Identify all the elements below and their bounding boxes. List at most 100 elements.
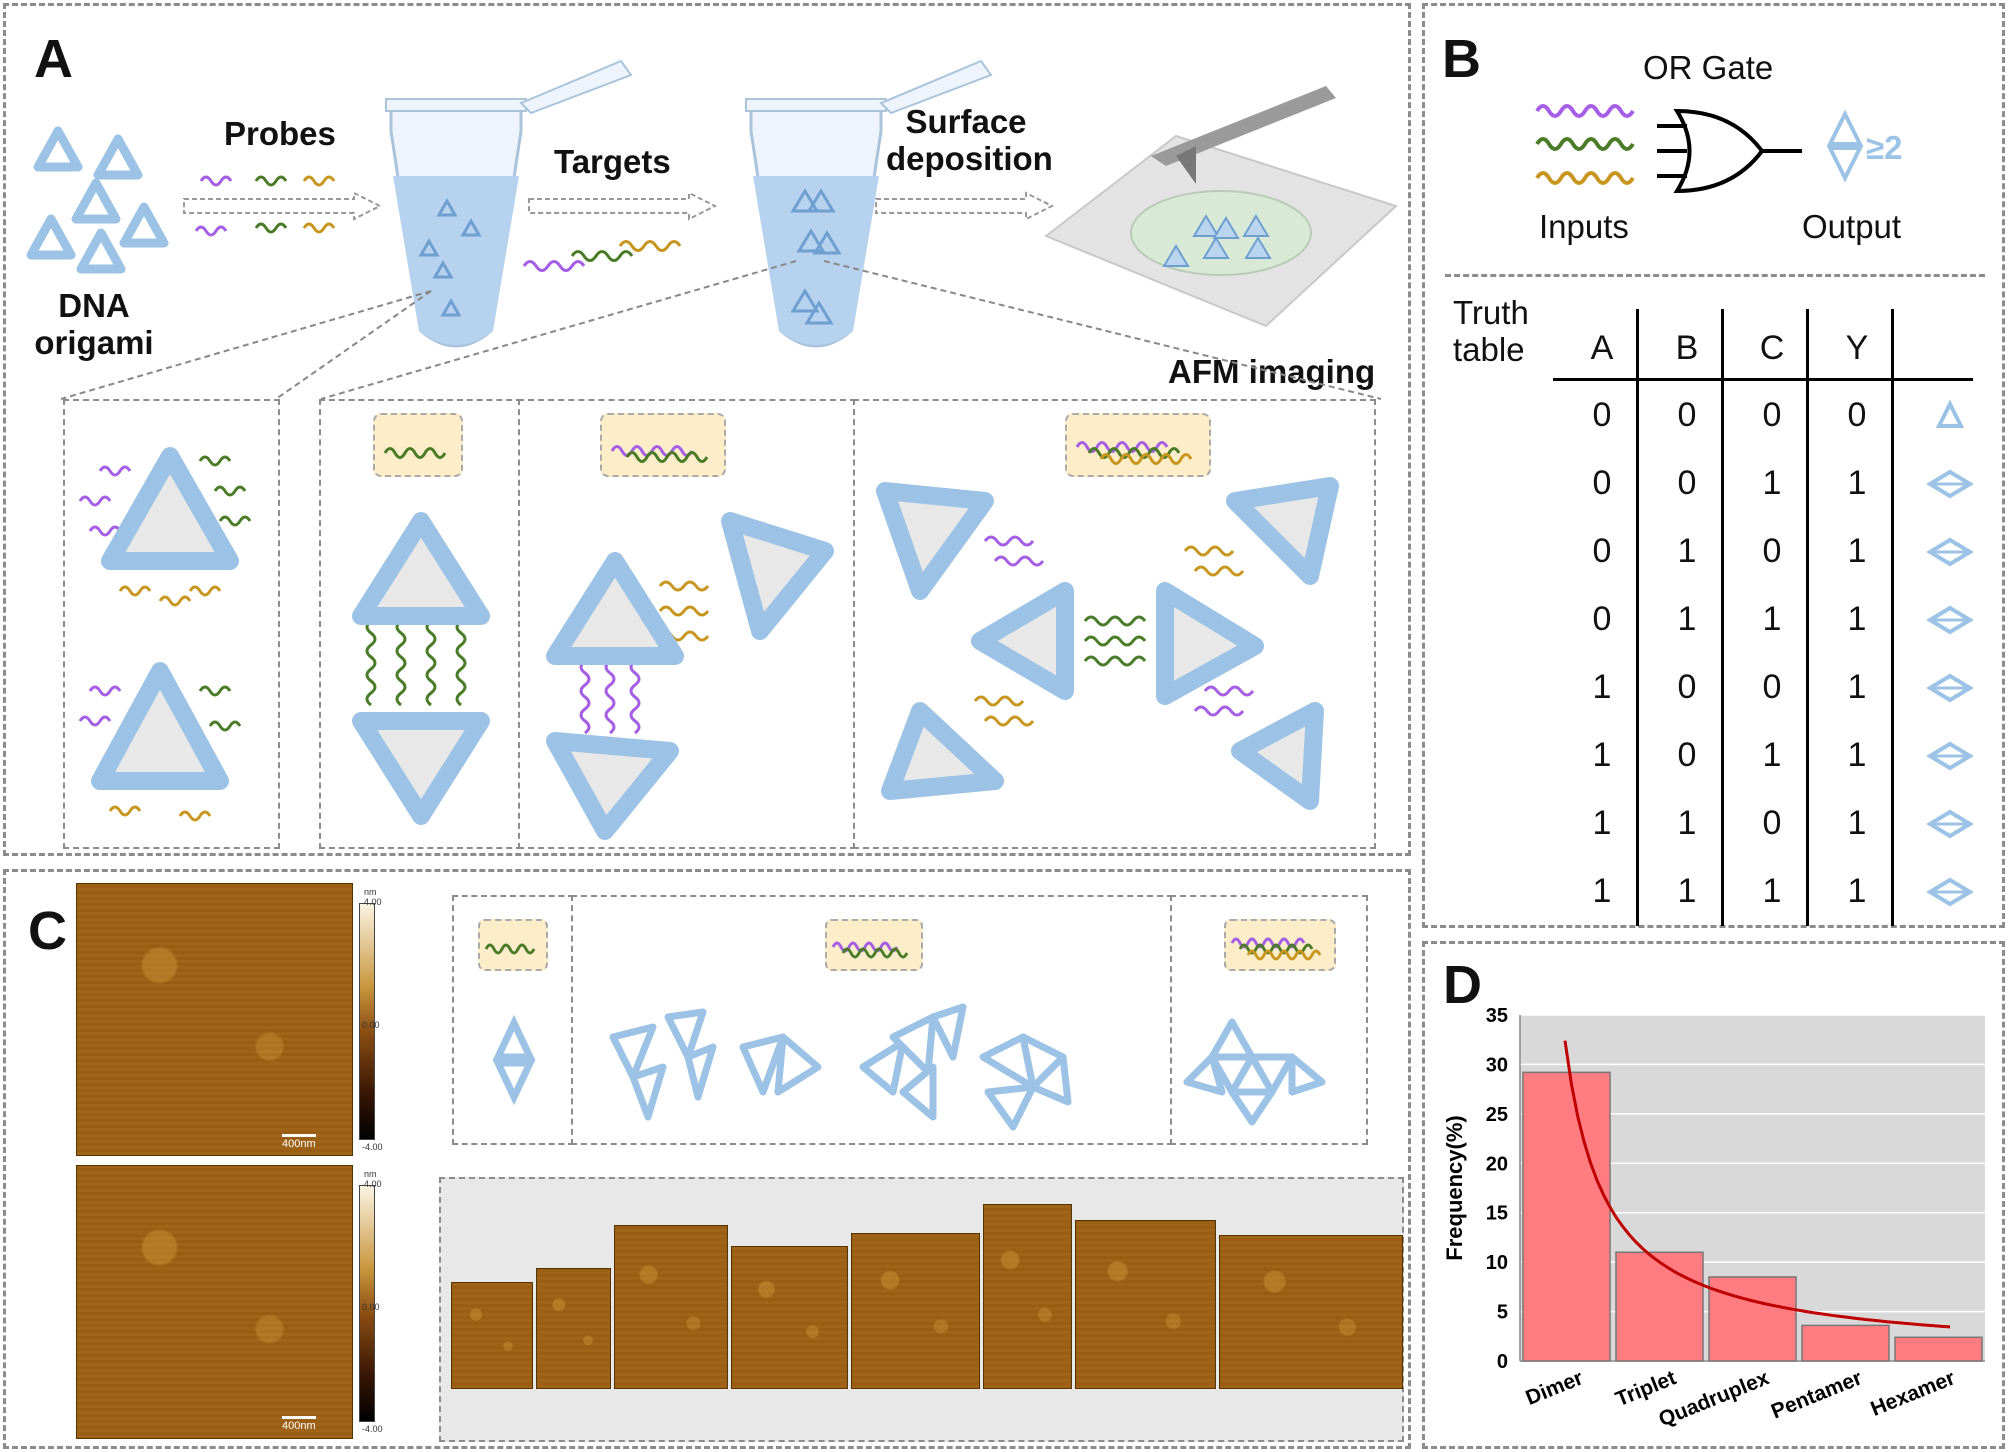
truth-cell: 0: [1762, 396, 1782, 434]
input-strands: [1535, 104, 1635, 185]
truth-cell: 1: [1847, 600, 1867, 638]
arrow-deposition: [875, 191, 1055, 221]
target-callout-three: [1065, 413, 1211, 477]
x-tick-label: Pentamer: [1768, 1366, 1865, 1423]
inputs-label: Inputs: [1539, 208, 1629, 245]
afm-zoom-5: [851, 1233, 980, 1389]
truth-cell: 0: [1847, 396, 1867, 434]
afm-zoom-strip: [439, 1177, 1404, 1442]
truth-cell: 1: [1847, 668, 1867, 706]
output-origami-icon: [1826, 109, 1864, 183]
tube-2: [745, 59, 993, 348]
scalebar-bottom: 400nm: [282, 1416, 316, 1432]
trimer-detail-box: [518, 399, 856, 849]
target-callout-c3: [1224, 919, 1336, 971]
truth-cell: 1: [1592, 668, 1612, 706]
dimer-detail-box: [319, 399, 522, 849]
y-tick-label: 30: [1486, 1054, 1508, 1076]
schematic-hexamer-box: [1170, 895, 1368, 1145]
afm-zoom-3: [614, 1225, 728, 1389]
truth-cell: 0: [1592, 532, 1612, 570]
target-strand-c3: [1230, 937, 1322, 961]
truth-cell: 1: [1677, 804, 1697, 842]
oligomer-icons: [609, 1003, 1072, 1131]
truth-cell: 0: [1592, 464, 1612, 502]
afm-zoom-7: [1075, 1220, 1216, 1389]
panel-b: B OR Gate ≥2 Inputs Output Truth table A…: [1422, 3, 2005, 928]
colorbar-bottom-max: nm 4.00: [364, 1169, 382, 1189]
output-label: Output: [1802, 208, 1902, 245]
truth-cell: 0: [1762, 668, 1782, 706]
truth-table-label: Truth table: [1453, 294, 1529, 368]
target-strand-green: [383, 447, 447, 459]
truth-cell: 1: [1677, 532, 1697, 570]
truth-cell: 1: [1592, 872, 1612, 910]
target-strand-triple: [1075, 441, 1193, 465]
table-vrule-1: [1636, 309, 1639, 926]
arrow-targets: [528, 191, 718, 221]
panel-c: C nm 4.00 0.00 -4.00 400nm nm 4.00 0.00 …: [3, 869, 1411, 1449]
afm-image-bottom: [76, 1165, 353, 1439]
origami-with-probes-1: [78, 447, 252, 607]
y-tick-label: 10: [1486, 1252, 1508, 1274]
target-callout-c2: [825, 919, 923, 971]
y-tick-label: 15: [1486, 1203, 1508, 1225]
output-structure-icon: [1935, 399, 1965, 428]
truth-cell: 0: [1677, 736, 1697, 774]
panel-d-label: D: [1443, 955, 1482, 1015]
output-structure-icon: [1926, 673, 1974, 703]
dimer-assembly: [352, 512, 490, 825]
x-tick-label: Hexamer: [1867, 1366, 1958, 1421]
colorbar-top-min: -4.00: [362, 1142, 383, 1152]
colorbar-bottom-mid: 0.00: [362, 1302, 380, 1312]
target-callout-two: [600, 413, 726, 477]
colorbar-top-max: nm 4.00: [364, 887, 382, 907]
afm-image-top: [76, 883, 353, 1156]
afm-zoom-8: [1219, 1235, 1403, 1389]
target-strands: [522, 240, 682, 272]
colorbar-bottom: [359, 1185, 375, 1422]
table-vrule-4: [1891, 309, 1894, 926]
truth-cell: 1: [1847, 464, 1867, 502]
header-b: B: [1675, 329, 1699, 367]
arrow-probes: [183, 191, 383, 221]
origami-cluster: [26, 126, 169, 274]
table-vrule-2: [1721, 309, 1724, 926]
truth-cell: 0: [1677, 668, 1697, 706]
branched-icon: [1183, 1018, 1326, 1126]
x-tick-label: Dimer: [1523, 1366, 1587, 1410]
truth-cell: 1: [1677, 600, 1697, 638]
truth-cell: 0: [1592, 600, 1612, 638]
target-strand-c2: [831, 941, 909, 959]
truth-cell: 0: [1762, 532, 1782, 570]
truth-cell: 1: [1762, 600, 1782, 638]
colorbar-top: [359, 903, 375, 1140]
bar: [1615, 1251, 1704, 1362]
truth-cell: 1: [1592, 804, 1612, 842]
truth-cell: 1: [1762, 464, 1782, 502]
target-strand-pair: [610, 445, 709, 463]
truth-cell: 1: [1847, 872, 1867, 910]
dna-origami-label: DNA origami: [34, 287, 154, 361]
bar: [1522, 1071, 1611, 1362]
panel-a-label: A: [34, 29, 73, 89]
afm-zoom-4: [731, 1246, 848, 1389]
trimer-assembly: [546, 512, 834, 840]
or-gate-symbol: [1657, 108, 1802, 194]
dimer-icon: [492, 1014, 536, 1106]
y-axis-label: Frequency(%): [1442, 1115, 1467, 1260]
truth-cell: 1: [1847, 532, 1867, 570]
truth-cell: 1: [1592, 736, 1612, 774]
afm-surface: [1044, 86, 1398, 328]
table-header-rule: [1553, 378, 1973, 381]
schematic-mid-box: [571, 895, 1173, 1145]
bar: [1801, 1324, 1890, 1362]
schematic-dimer-box: [452, 895, 574, 1145]
truth-cell: 0: [1762, 804, 1782, 842]
origami-with-probes-2: [78, 662, 242, 822]
scalebar-top: 400nm: [282, 1134, 316, 1150]
truth-cell: 0: [1677, 396, 1697, 434]
